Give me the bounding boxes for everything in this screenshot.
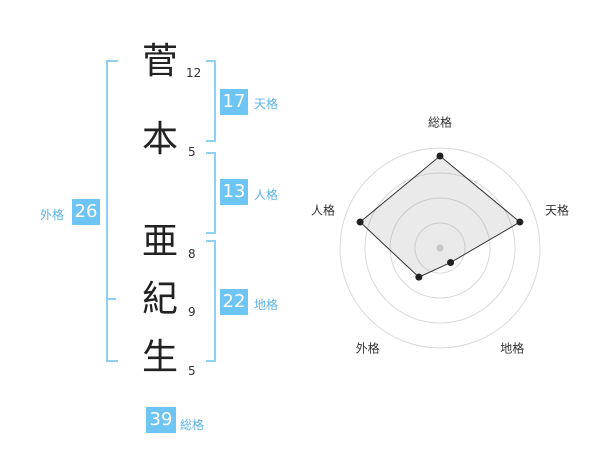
gaikaku-label: 外格 <box>40 208 65 222</box>
name-char-4: 紀 <box>141 279 178 320</box>
stroke-count-4: 9 <box>188 305 196 319</box>
radar-axis-label-3: 地格 <box>500 341 525 355</box>
stroke-count-2: 5 <box>188 145 196 159</box>
tenkaku-label: 天格 <box>254 97 279 111</box>
stroke-count-1: 12 <box>186 66 202 80</box>
chikaku-label: 地格 <box>254 298 279 312</box>
radar-center-dot <box>436 244 444 252</box>
jinkaku-badge: 13 <box>220 179 248 205</box>
gaikaku-bracket <box>106 60 118 362</box>
name-char-1: 菅 <box>141 41 178 82</box>
radar-axis-label-5: 人格 <box>311 203 336 218</box>
tenkaku-bracket <box>206 60 216 142</box>
soukaku-badge: 39 <box>146 407 176 433</box>
chikaku-bracket <box>206 240 216 362</box>
radar-ring-4 <box>339 147 541 349</box>
jinkaku-bracket <box>206 152 216 234</box>
radar-point-4 <box>415 273 423 281</box>
name-char-2: 本 <box>141 119 178 160</box>
gaikaku-bracket-tick <box>106 298 116 300</box>
soukaku-label: 総格 <box>180 418 205 432</box>
stroke-count-5: 5 <box>188 364 196 378</box>
radar-ring-3 <box>364 172 516 324</box>
name-char-3: 亜 <box>141 221 178 262</box>
radar-point-5 <box>356 218 364 226</box>
radar-point-3 <box>447 259 455 267</box>
name-char-5: 生 <box>141 337 178 378</box>
stroke-count-3: 8 <box>188 247 196 261</box>
radar-ring-2 <box>389 197 491 299</box>
radar-axis-label-1: 総格 <box>427 115 453 130</box>
radar-ring-1 <box>414 222 466 274</box>
radar-point-2 <box>516 218 524 226</box>
gaikaku-badge: 26 <box>72 199 100 225</box>
radar-polygon <box>359 155 521 278</box>
tenkaku-badge: 17 <box>220 89 248 115</box>
chikaku-badge: 22 <box>220 289 248 315</box>
radar-axis-label-2: 天格 <box>544 203 569 218</box>
jinkaku-label: 人格 <box>254 188 279 202</box>
radar-axis-label-4: 外格 <box>355 341 380 355</box>
radar-point-1 <box>436 152 444 160</box>
